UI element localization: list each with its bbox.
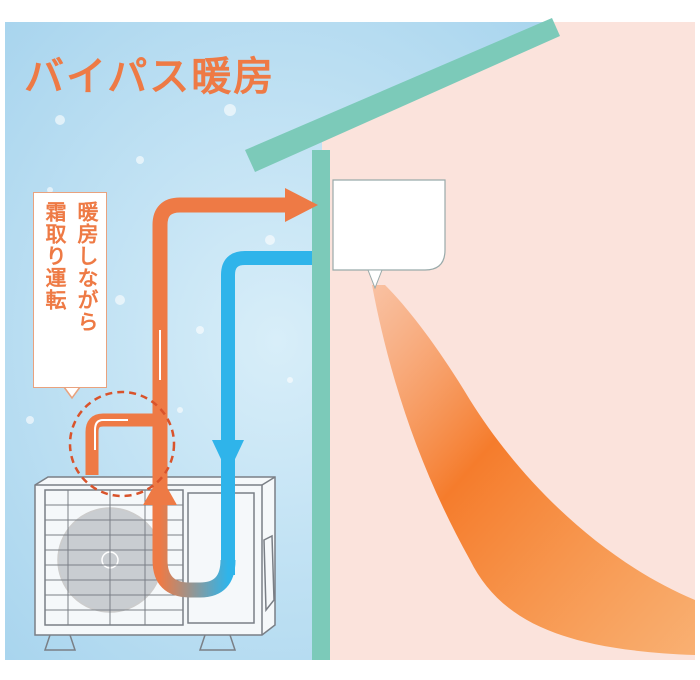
arrow-up-icon bbox=[143, 475, 177, 505]
hot-gas-pipe bbox=[152, 197, 290, 500]
wall bbox=[312, 150, 330, 660]
bypass-highlight-circle bbox=[68, 390, 176, 498]
diagram-title: バイパス暖房 bbox=[24, 54, 276, 100]
callout-pointer bbox=[63, 386, 81, 400]
callout-box: 暖房しながら 霜取り運転 bbox=[33, 192, 107, 388]
snowflakes bbox=[26, 104, 293, 424]
return-pipe bbox=[221, 251, 312, 575]
arrow-down-icon bbox=[212, 440, 244, 474]
roof bbox=[245, 18, 560, 172]
bypass-flow-arrow-icon bbox=[94, 419, 128, 450]
arrow-right-icon bbox=[285, 188, 318, 222]
callout-line-1: 暖房しながら bbox=[75, 201, 99, 333]
indoor-unit bbox=[332, 179, 446, 290]
callout-line-2: 霜取り運転 bbox=[43, 201, 67, 311]
warm-airflow bbox=[372, 285, 695, 655]
u-bend-pipe bbox=[152, 500, 236, 598]
